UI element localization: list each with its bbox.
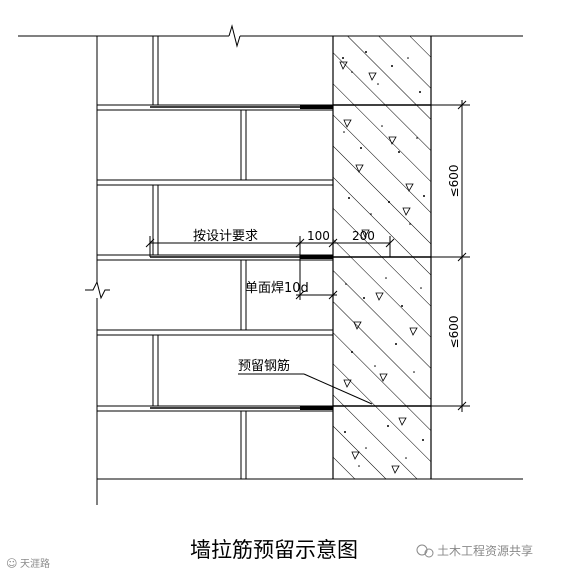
watermark-left-text: 天涯路 bbox=[20, 557, 50, 570]
watermark-right: 土木工程资源共享 bbox=[416, 543, 533, 558]
rebars bbox=[150, 104, 431, 410]
spacing-label-top: ≤600 bbox=[447, 165, 461, 198]
design-requirement-label: 按设计要求 bbox=[193, 229, 258, 244]
dim-100-label: 100 bbox=[307, 229, 330, 243]
spacing-label-bottom: ≤600 bbox=[447, 316, 461, 349]
dim-200-label: 200 bbox=[352, 229, 375, 243]
masonry-wall bbox=[85, 36, 333, 505]
reserved-rebar-leader bbox=[238, 373, 373, 405]
watermark-left-icon: ☺ bbox=[6, 557, 17, 570]
diagram-title: 墙拉筋预留示意图 bbox=[190, 538, 358, 562]
watermark-right-text: 土木工程资源共享 bbox=[437, 543, 533, 558]
single-weld-label: 单面焊10d bbox=[245, 280, 309, 296]
watermark-left: ☺ 天涯路 bbox=[6, 557, 50, 570]
wechat-icon bbox=[416, 544, 428, 556]
top-break-line bbox=[18, 24, 523, 48]
weld-dimension bbox=[295, 257, 338, 300]
length-dimension bbox=[145, 236, 395, 257]
reserved-rebar-label: 预留钢筋 bbox=[238, 358, 290, 374]
spacing-dimension bbox=[431, 100, 470, 412]
